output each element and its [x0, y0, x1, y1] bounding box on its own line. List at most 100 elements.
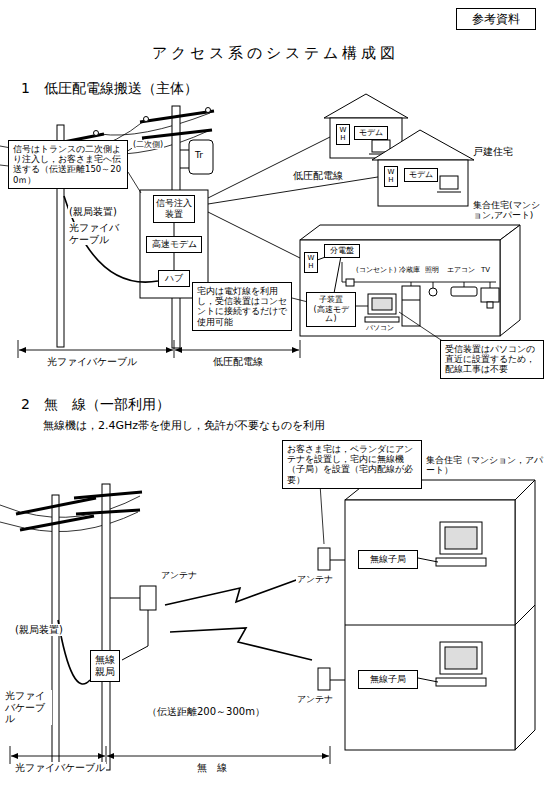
panel-box: 分電盤: [324, 244, 360, 258]
utility-pole: [74, 492, 142, 498]
fiber-cable: [64, 196, 158, 282]
personal-computer: [418, 558, 438, 682]
part-label: パソコン: [365, 324, 395, 332]
box-text: 参考資料: [463, 12, 529, 26]
device-box: ハブ: [158, 270, 190, 287]
box-text: W H: [306, 254, 316, 271]
cable-label: 光ファイバケーブル: [68, 222, 124, 245]
span-label: 無 線: [196, 762, 228, 774]
part-label: エアコン: [446, 266, 476, 274]
utility-pole: [142, 130, 212, 138]
antenna: [318, 548, 330, 570]
apartment-building: [500, 225, 520, 336]
leader-line: [320, 484, 324, 544]
span-bracket: [107, 756, 329, 757]
box-text: W H: [338, 126, 348, 143]
apartment-building: [300, 225, 520, 240]
leader-line: [128, 172, 141, 193]
box-text: (高速モデム): [308, 305, 354, 324]
leader-line: [399, 312, 444, 342]
appliance: [372, 298, 392, 310]
appliance: [402, 300, 420, 301]
overhead-wire: [0, 522, 24, 528]
building-label: 集合住宅（マンション，アパート）: [425, 456, 545, 476]
antenna: [318, 668, 330, 690]
box-text: 宅内は電灯線を利用し，受信装置はコンセントに接続するだけで使用可能: [197, 286, 287, 327]
antenna: [110, 548, 358, 690]
box-text: お客さま宅は，ベランダにアンテナを設置し，宅内に無線機（子局）を設置（宅内配線が…: [287, 444, 417, 485]
indoor-wiring: [356, 306, 368, 307]
part-label: (親局装置): [68, 206, 118, 218]
personal-computer: [436, 558, 486, 566]
outlet-symbol: [346, 279, 354, 286]
appliance: [451, 287, 477, 296]
overhead-wire: [0, 496, 140, 532]
utility-pole: [206, 108, 211, 113]
callout-box: お客さま宅は，ベランダにアンテナを設置し，宅内に無線機（子局）を設置（宅内配線が…: [282, 440, 422, 489]
utility-pole: [76, 510, 140, 514]
connector-line: [174, 223, 175, 236]
reference-tag: 参考資料: [456, 8, 536, 30]
connector-line: [318, 258, 324, 260]
antenna: [122, 610, 148, 660]
antenna: [110, 598, 140, 599]
appliance: [365, 286, 499, 326]
box-text: 無線子局: [361, 674, 415, 685]
callout-box: 宅内は電灯線を利用し，受信装置はコンセントに接続するだけで使用可能: [192, 282, 292, 331]
transformer: [189, 140, 213, 174]
part-label: 冷蔵庫: [398, 266, 421, 274]
personal-computer: [440, 522, 482, 554]
indoor-wiring: [342, 262, 496, 282]
utility-pole: [94, 131, 99, 136]
part-label: アンテナ: [296, 574, 334, 584]
apartment-building: [300, 240, 500, 336]
utility-pole: [16, 498, 96, 514]
part-label: (親局装置): [14, 624, 64, 636]
part-label: (コンセント): [355, 266, 397, 274]
section-heading: 2 無 線（一部利用）: [20, 396, 171, 412]
device-box: 子装置(高速モデム): [306, 292, 356, 327]
personal-computer: [445, 647, 477, 669]
apartment-building: [345, 480, 535, 750]
span-label: 光ファイバケーブル: [14, 762, 106, 774]
building-label: 戸建住宅: [472, 146, 514, 158]
box-text: モデム: [356, 128, 386, 138]
personal-computer: [418, 522, 486, 686]
part-label: TV: [480, 266, 491, 274]
device-box: 信号注入装置: [153, 195, 195, 223]
meter-box: W H: [384, 166, 398, 187]
leader-line: [320, 484, 324, 544]
callout-box: 受信装置はパソコンの直近に設置するため，配線工事は不要: [440, 340, 544, 379]
span-label: 低圧配電線: [212, 356, 264, 368]
connector-line: [174, 253, 175, 270]
callout-box: 信号はトランスの二次側より注入し，お客さま宅へ伝送する（伝送距離150～200ｍ…: [8, 140, 128, 189]
transformer: [180, 140, 213, 174]
utility-pole: [102, 484, 110, 770]
utility-pole: [144, 117, 149, 122]
device-box: 高速モデム: [146, 236, 202, 253]
box-text: 高速モデム: [149, 239, 199, 250]
appliance: [365, 317, 399, 322]
indoor-wiring: [411, 282, 490, 288]
box-text: 信号はトランスの二次側より注入し，お客さま宅へ伝送する（伝送距離150～200ｍ…: [13, 144, 123, 185]
personal-computer: [445, 527, 477, 549]
appliance: [481, 288, 499, 302]
box-text: モデム: [406, 170, 436, 180]
part-label: アンテナ: [160, 570, 198, 580]
utility-pole: [20, 516, 94, 530]
modem-box: モデム: [404, 168, 438, 182]
span-bracket: [19, 350, 173, 351]
fiber-cable: [64, 196, 158, 282]
meter-box: W H: [304, 252, 318, 273]
apartment-building: [345, 605, 535, 625]
radio-wave: [165, 575, 312, 660]
part-label: (二次側): [132, 140, 164, 149]
house: [378, 160, 468, 206]
overhead-wire: [22, 496, 140, 517]
box-text: 分電盤: [327, 246, 357, 256]
outlet-symbol: [346, 279, 354, 286]
span-bracket: [11, 756, 105, 757]
note-text: （伝送距離200～300m）: [146, 706, 266, 718]
